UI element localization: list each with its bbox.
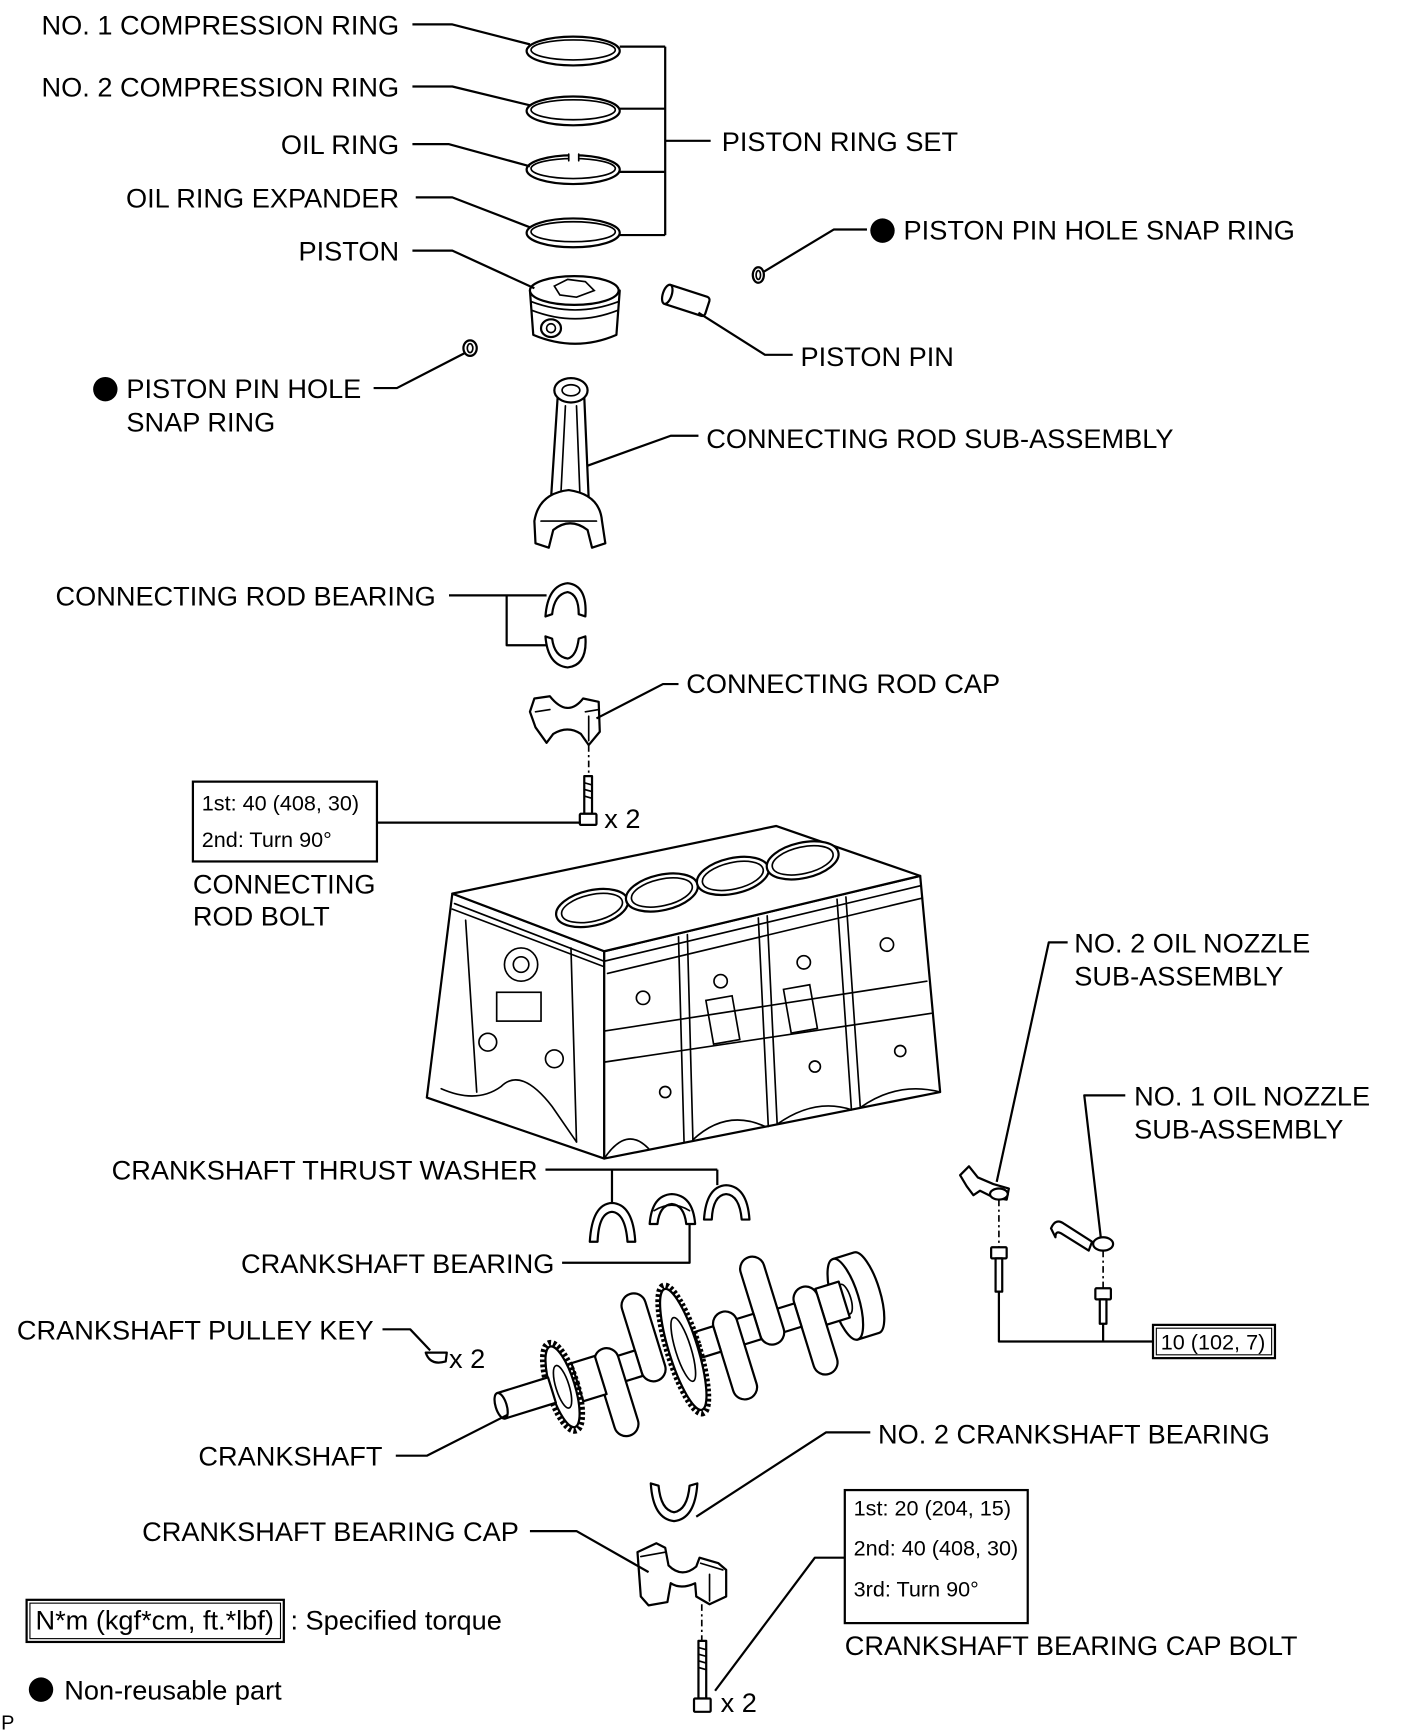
torque-box-oil-nozzle-bolt: 10 (102, 7): [1151, 1323, 1277, 1360]
torque-value: 10 (102, 7): [1161, 1329, 1266, 1354]
torque-box-crankshaft-bearing-cap-bolt: 1st: 20 (204, 15) 2nd: 40 (408, 30) 3rd:…: [843, 1488, 1029, 1625]
non-reusable-mark-icon: [870, 218, 895, 243]
label-piston-ring-set: PISTON RING SET: [722, 126, 958, 157]
non-reusable-mark-icon: [93, 376, 118, 402]
torque-value: 2nd: Turn 90°: [202, 827, 332, 852]
torque-value: 1st: 20 (204, 15): [854, 1496, 1011, 1521]
label-no1-oil-nozzle: NO. 1 OIL NOZZLE: [1134, 1080, 1370, 1111]
label-crankshaft: CRANKSHAFT: [198, 1441, 382, 1472]
legend-torque-description: : Specified torque: [290, 1605, 501, 1636]
crankshaft-bearing-cap: [636, 1542, 728, 1607]
label-no2-compression-ring: NO. 2 COMPRESSION RING: [42, 71, 400, 102]
label-crankshaft-bearing-cap: CRANKSHAFT BEARING CAP: [142, 1516, 519, 1547]
no2-oil-nozzle-bolt: [990, 1246, 1008, 1293]
leader-crankshaft: [395, 1413, 509, 1457]
no2-compression-ring: [525, 95, 621, 127]
quantity-connecting-rod-bolt: x 2: [604, 803, 640, 834]
label-piston-pin-hole-snap-ring-left: PISTON PIN HOLE: [126, 373, 361, 404]
legend-torque-unit: N*m (kgf*cm, ft.*lbf): [35, 1605, 273, 1636]
leader-oil-ring: [412, 143, 531, 168]
leader-crankshaft-bearing-cap: [529, 1529, 650, 1574]
crankshaft-thrust-washer-left: [588, 1201, 637, 1243]
leader-no1-compression-ring: [412, 23, 531, 46]
non-reusable-legend-icon: [28, 1677, 54, 1702]
label-no2-oil-nozzle: NO. 2 OIL NOZZLE: [1074, 927, 1310, 958]
no1-oil-nozzle-bolt: [1094, 1287, 1112, 1325]
leader-piston-pin-hole-snap-ring-right: [763, 228, 867, 273]
connecting-rod-cap: [528, 695, 601, 747]
quantity-crankshaft-bearing-cap-bolt: x 2: [721, 1687, 757, 1718]
label-piston-pin-hole-snap-ring-left: SNAP RING: [126, 406, 275, 437]
piston-pin: [660, 283, 711, 318]
corner-mark: P: [1, 1713, 14, 1734]
crankshaft-thrust-washer-right: [702, 1184, 751, 1221]
label-connecting-rod-bearing: CONNECTING ROD BEARING: [55, 580, 435, 611]
piston-pin-hole-snap-ring-left: [462, 339, 478, 358]
no2-crankshaft-bearing: [649, 1482, 699, 1523]
leader-no1-oil-nozzle: [1083, 1094, 1126, 1239]
label-no1-oil-nozzle: SUB-ASSEMBLY: [1134, 1114, 1343, 1145]
label-connecting-rod-sub-assembly: CONNECTING ROD SUB-ASSEMBLY: [706, 423, 1173, 454]
label-no2-crankshaft-bearing: NO. 2 CRANKSHAFT BEARING: [878, 1419, 1270, 1450]
leader-connecting-rod-sub-assembly: [587, 434, 699, 467]
label-crankshaft-thrust-washer: CRANKSHAFT THRUST WASHER: [112, 1155, 538, 1186]
leader-no2-compression-ring: [412, 85, 531, 107]
label-piston-pin-hole-snap-ring-right: PISTON PIN HOLE SNAP RING: [904, 214, 1295, 245]
torque-value: 1st: 40 (408, 30): [202, 790, 359, 815]
leader-lines: [373, 23, 1154, 1692]
torque-value: 2nd: 40 (408, 30): [854, 1535, 1019, 1560]
leader-piston-pin-hole-snap-ring-left: [373, 351, 467, 390]
bracket-crankshaft-thrust-washer: [545, 1168, 719, 1203]
leader-crankshaft-bearing: [562, 1223, 691, 1264]
piston: [528, 274, 621, 345]
crankshaft-bearing-upper: [648, 1192, 697, 1226]
bracket-oil-nozzle-bolt: [997, 1291, 1154, 1343]
crankshaft-bearing-cap-bolt: [692, 1639, 712, 1713]
part-labels: NO. 1 COMPRESSION RING NO. 2 COMPRESSION…: [17, 9, 1370, 1717]
connecting-rod-bolt: [578, 774, 598, 826]
leader-no2-oil-nozzle: [995, 941, 1068, 1183]
label-crankshaft-bearing: CRANKSHAFT BEARING: [241, 1248, 554, 1279]
crankshaft-pulley-key: [424, 1351, 448, 1364]
legend-torque-box: [25, 1598, 285, 1644]
leader-oil-ring-expander: [415, 196, 531, 229]
crankshaft: [493, 1251, 886, 1438]
leader-crankshaft-pulley-key: [382, 1328, 431, 1352]
label-oil-ring: OIL RING: [281, 129, 399, 160]
label-piston: PISTON: [299, 236, 400, 267]
connecting-rod-sub-assembly: [533, 376, 607, 549]
cylinder-block: [425, 824, 942, 1160]
oil-ring: [525, 151, 621, 186]
no2-oil-nozzle-sub-assembly: [958, 1165, 1010, 1201]
bracket-connecting-rod-bearing: [449, 594, 547, 647]
leader-piston-pin: [697, 311, 793, 356]
bracket-piston-ring-set: [619, 45, 711, 237]
leader-crankshaft-bearing-cap-bolt: [714, 1556, 845, 1692]
label-connecting-rod-bolt: CONNECTING: [193, 869, 376, 900]
label-no2-oil-nozzle: SUB-ASSEMBLY: [1074, 961, 1283, 992]
label-oil-ring-expander: OIL RING EXPANDER: [126, 182, 399, 213]
legend: N*m (kgf*cm, ft.*lbf) : Specified torque…: [25, 1598, 502, 1706]
torque-value: 3rd: Turn 90°: [854, 1576, 979, 1601]
no1-compression-ring: [525, 35, 621, 67]
legend-non-reusable-part: Non-reusable part: [64, 1675, 282, 1706]
label-crankshaft-bearing-cap-bolt: CRANKSHAFT BEARING CAP BOLT: [845, 1630, 1298, 1661]
quantity-crankshaft-pulley-key: x 2: [449, 1343, 485, 1374]
connecting-rod-bearing-upper: [544, 582, 587, 618]
no1-oil-nozzle-sub-assembly: [1049, 1220, 1115, 1252]
leader-piston: [412, 249, 535, 290]
connecting-rod-bearing-lower: [544, 635, 587, 669]
leader-no2-crankshaft-bearing: [695, 1431, 871, 1518]
label-connecting-rod-bolt: ROD BOLT: [193, 901, 330, 932]
label-piston-pin: PISTON PIN: [800, 341, 953, 372]
leader-connecting-rod-cap: [595, 682, 679, 720]
label-connecting-rod-cap: CONNECTING ROD CAP: [686, 668, 1000, 699]
oil-ring-expander: [525, 217, 621, 249]
piston-pin-hole-snap-ring-right: [751, 266, 765, 284]
torque-box-connecting-rod-bolt: 1st: 40 (408, 30) 2nd: Turn 90°: [191, 780, 379, 863]
label-crankshaft-pulley-key: CRANKSHAFT PULLEY KEY: [17, 1314, 374, 1345]
label-no1-compression-ring: NO. 1 COMPRESSION RING: [42, 9, 400, 40]
